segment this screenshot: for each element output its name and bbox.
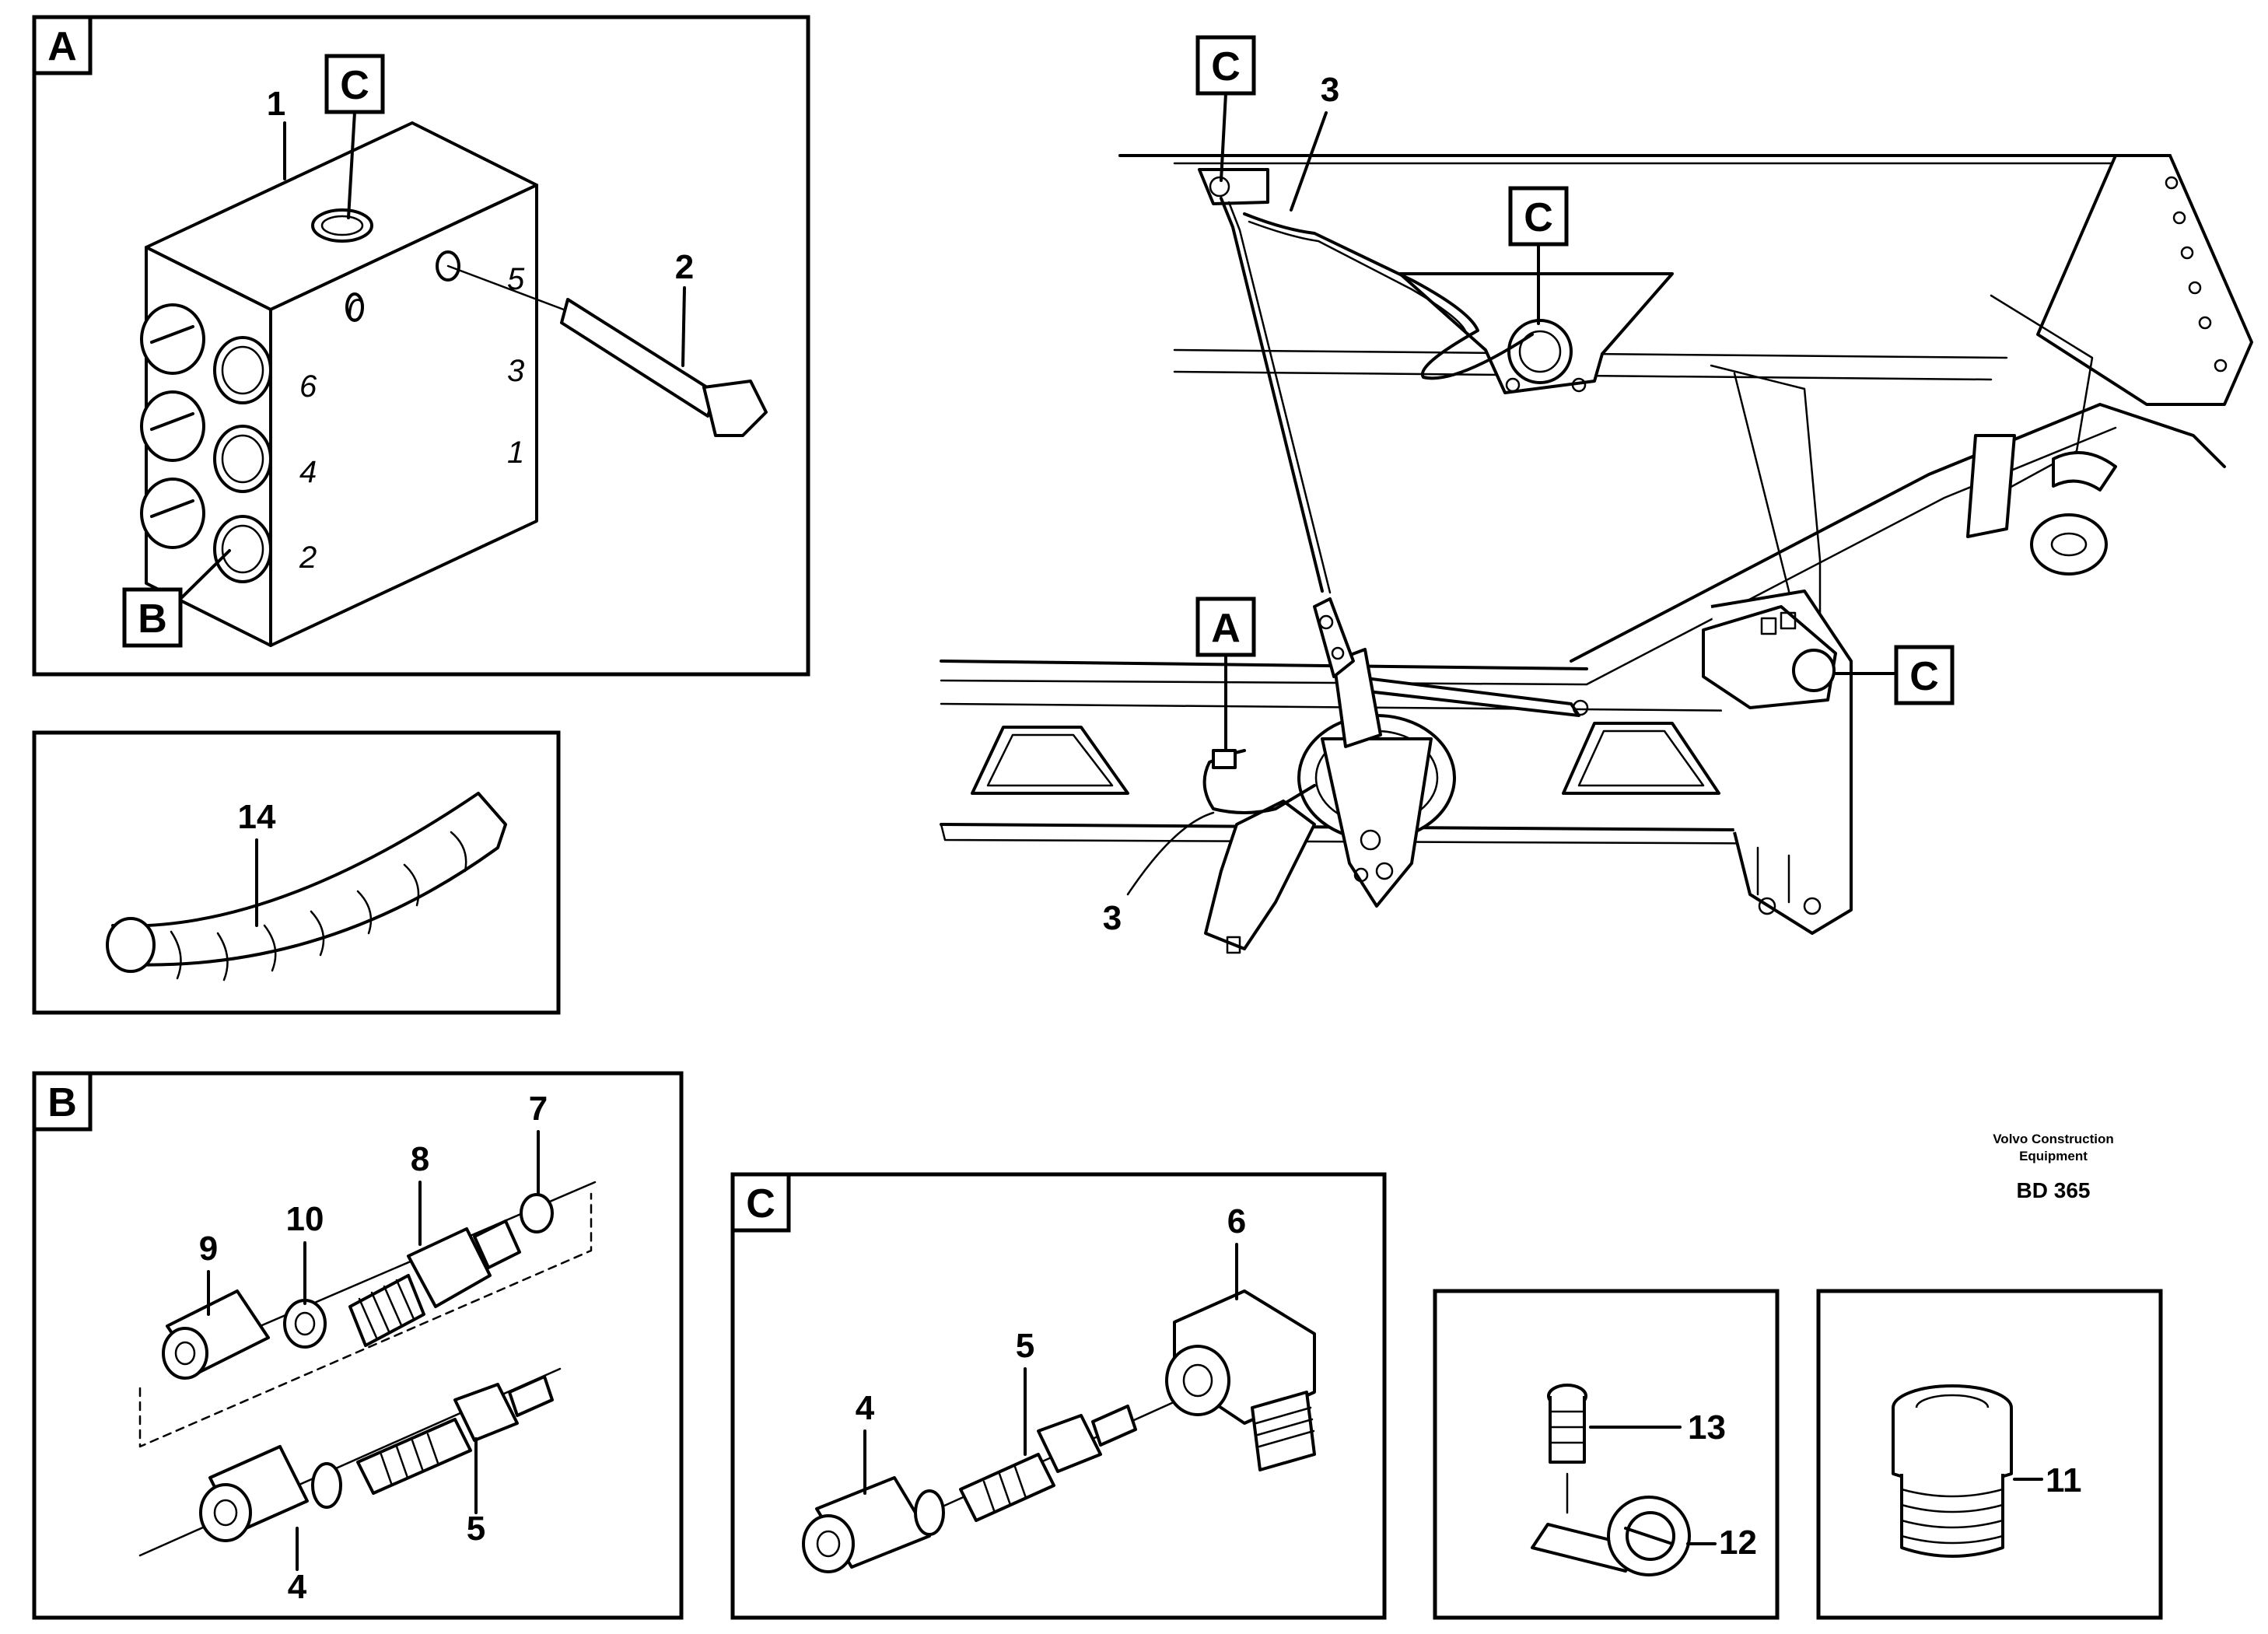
callout-2: 2 xyxy=(675,248,694,286)
adapter-panel: 11 xyxy=(1816,1289,2163,1620)
brand-line-2: Equipment xyxy=(2019,1149,2088,1163)
detail-panel-a: A xyxy=(32,15,810,677)
callout-4-detail-c: 4 xyxy=(856,1389,875,1427)
callout-12: 12 xyxy=(1719,1524,1757,1562)
panel-c-label-box xyxy=(730,1172,791,1233)
callout-6: 6 xyxy=(1227,1202,1246,1240)
tag-a-main: A xyxy=(1211,606,1241,651)
callout-4-detail-b: 4 xyxy=(288,1568,307,1606)
port-label-6: 6 xyxy=(299,369,317,404)
distribution-block xyxy=(140,121,538,647)
drawing-code: BD 365 xyxy=(2017,1178,2091,1202)
panel-a-label: A xyxy=(47,24,77,69)
callout-3-bottom: 3 xyxy=(1103,899,1122,937)
callout-10: 10 xyxy=(286,1200,324,1238)
port-label-1: 1 xyxy=(507,436,524,470)
port-label-3: 3 xyxy=(507,354,524,388)
brand-line-1: Volvo Construction xyxy=(1993,1132,2114,1146)
detail-panel-b: B 9 10 8 7 xyxy=(32,1071,684,1620)
detail-panel-c: C 6 5 4 xyxy=(730,1172,1387,1620)
main-machine-view: C C C A 3 3 xyxy=(940,35,2253,954)
panel-c-label: C xyxy=(746,1181,775,1226)
port-label-5: 5 xyxy=(507,262,525,296)
port-label-2: 2 xyxy=(299,541,317,575)
tag-b-box-detail-a xyxy=(122,587,183,648)
panel-b-frame xyxy=(32,1071,684,1620)
bolt-2 xyxy=(446,264,768,437)
tag-c-top: C xyxy=(1211,44,1241,89)
port-label-0: 0 xyxy=(347,293,364,327)
clamp-panel: 13 12 xyxy=(1433,1289,1780,1620)
callout-5-detail-c: 5 xyxy=(1016,1327,1034,1365)
tag-a-box-main xyxy=(1195,597,1256,657)
tag-c-box-right xyxy=(1894,645,1955,705)
callout-9: 9 xyxy=(199,1230,218,1268)
hose-panel: 14 xyxy=(32,730,561,1015)
callout-3-top: 3 xyxy=(1321,71,1339,109)
panel-a-label-box xyxy=(32,15,93,75)
callout-8: 8 xyxy=(411,1140,429,1178)
panel-b-label-box xyxy=(32,1071,93,1132)
tag-c-box-mid xyxy=(1508,186,1569,247)
hose-panel-frame xyxy=(32,730,561,1015)
callout-1: 1 xyxy=(267,85,285,123)
panel-b-label: B xyxy=(47,1080,77,1125)
tag-c-box-top xyxy=(1195,35,1256,96)
callout-5-detail-b: 5 xyxy=(467,1510,485,1548)
callout-13: 13 xyxy=(1688,1408,1726,1447)
tag-c-detail-a: C xyxy=(340,63,369,108)
callout-14: 14 xyxy=(238,798,276,836)
callout-11: 11 xyxy=(2046,1461,2082,1499)
tag-b-detail-a: B xyxy=(138,597,167,642)
tag-c-mid: C xyxy=(1524,195,1553,240)
callout-7: 7 xyxy=(529,1090,548,1128)
tag-c-right: C xyxy=(1909,654,1939,699)
port-label-4: 4 xyxy=(299,455,317,489)
clamp-panel-frame xyxy=(1433,1289,1780,1620)
